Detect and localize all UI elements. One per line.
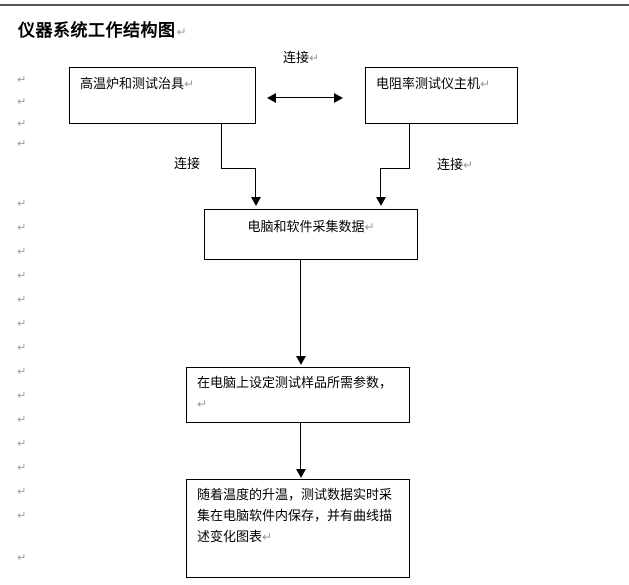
flow-box-furnace-fixture-text: 高温炉和测试治具↵ (80, 77, 195, 92)
connector-params-to-realtime-line (300, 423, 301, 470)
paragraph-mark-icon: ↵ (17, 197, 27, 210)
paragraph-mark-icon: ↵ (17, 137, 27, 150)
paragraph-mark-icon: ↵ (480, 77, 491, 91)
paragraph-mark-icon: ↵ (197, 397, 208, 411)
paragraph-mark-icon: ↵ (17, 73, 27, 86)
flow-box-resistivity-tester-host-text: 电阻率测试仪主机↵ (376, 77, 491, 92)
flow-box-realtime-acquire-save-text: 随着温度的升温，测试数据实时采集在电脑软件内保存，并有曲线描述变化图表↵ (197, 488, 393, 545)
connector-right-vertical-upper (409, 124, 410, 169)
arrow-head-down-left-icon (251, 197, 261, 206)
paragraph-mark-icon: ↵ (184, 77, 195, 91)
paragraph-mark-icon: ↵ (17, 461, 27, 474)
connector-label-right: 连接↵ (437, 158, 474, 173)
paragraph-mark-icon: ↵ (17, 413, 27, 426)
connector-label-left: 连接 (174, 157, 201, 172)
connector-bidirectional-line (276, 97, 334, 98)
paragraph-mark-icon: ↵ (262, 530, 273, 544)
paragraph-mark-icon: ↵ (17, 437, 27, 450)
connector-middle-to-params-line (300, 260, 301, 357)
arrow-head-down-realtime-icon (296, 469, 306, 478)
page-top-rule (0, 4, 629, 6)
paragraph-mark-icon: ↵ (17, 245, 27, 258)
paragraph-mark-icon: ↵ (309, 51, 320, 65)
paragraph-mark-icon: ↵ (17, 293, 27, 306)
connector-left-horizontal (221, 168, 256, 169)
paragraph-mark-icon: ↵ (17, 317, 27, 330)
arrow-head-down-params-icon (296, 356, 306, 365)
paragraph-mark-icon: ↵ (17, 551, 27, 564)
flow-box-furnace-fixture[interactable]: 高温炉和测试治具↵ (69, 67, 256, 124)
paragraph-mark-icon: ↵ (17, 365, 27, 378)
flow-box-computer-software-acquisition[interactable]: 电脑和软件采集数据↵ (204, 209, 418, 260)
paragraph-mark-icon: ↵ (17, 117, 27, 130)
flow-box-computer-software-acquisition-text: 电脑和软件采集数据↵ (247, 220, 375, 235)
paragraph-mark-icon: ↵ (17, 221, 27, 234)
paragraph-mark-icon: ↵ (17, 95, 27, 108)
flow-box-set-parameters-text: 在电脑上设定测试样品所需参数，↵ (197, 376, 393, 411)
page-title-text: 仪器系统工作结构图 (18, 21, 176, 41)
paragraph-mark-icon: ↵ (17, 269, 27, 282)
paragraph-mark-icon: ↵ (17, 341, 27, 354)
connector-right-horizontal (380, 168, 410, 169)
arrow-head-left-icon (267, 93, 276, 103)
paragraph-mark-icon: ↵ (176, 25, 188, 39)
arrow-head-right-icon (334, 93, 343, 103)
connector-left-vertical-upper (221, 124, 222, 169)
connector-label-top: 连接↵ (283, 51, 320, 66)
paragraph-mark-icon: ↵ (364, 220, 375, 234)
flow-box-realtime-acquire-save[interactable]: 随着温度的升温，测试数据实时采集在电脑软件内保存，并有曲线描述变化图表↵ (186, 479, 410, 578)
paragraph-mark-icon: ↵ (463, 158, 474, 172)
paragraph-mark-icon: ↵ (17, 389, 27, 402)
connector-right-vertical-lower (380, 168, 381, 199)
connector-left-vertical-lower (255, 168, 256, 199)
page-title: 仪器系统工作结构图↵ (18, 21, 187, 43)
arrow-head-down-right-icon (376, 197, 386, 206)
paragraph-mark-icon: ↵ (17, 485, 27, 498)
flow-box-resistivity-tester-host[interactable]: 电阻率测试仪主机↵ (365, 67, 518, 124)
flow-box-set-parameters[interactable]: 在电脑上设定测试样品所需参数，↵ (186, 367, 410, 423)
paragraph-mark-icon: ↵ (17, 509, 27, 522)
